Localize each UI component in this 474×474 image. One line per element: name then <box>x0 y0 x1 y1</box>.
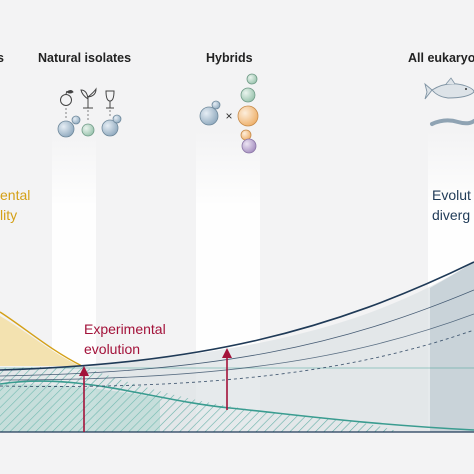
plasticity-curve <box>0 311 83 367</box>
right-label-line2: diverg <box>432 207 470 223</box>
yeast-cell-icon <box>57 120 75 138</box>
heading-natural-isolates: Natural isolates <box>38 51 131 65</box>
divergence-curve-3 <box>0 313 474 381</box>
yeast-cell-icon <box>101 119 119 137</box>
heading-hybrids: Hybrids <box>206 51 253 65</box>
center-label-line2: evolution <box>84 341 140 357</box>
yeast-cell-icon <box>241 138 257 154</box>
left-label-line1: ental <box>0 187 30 203</box>
yeast-cell-icon <box>240 87 256 103</box>
yeast-cell-icon <box>246 73 258 85</box>
wine-glass-icon <box>105 90 115 109</box>
isolate-connectors <box>65 108 111 122</box>
teal-decline-curve <box>0 380 474 431</box>
divergence-curve-main <box>0 261 474 371</box>
arrow-experimental-right <box>222 348 232 410</box>
cross-symbol: × <box>225 109 232 123</box>
fish-icon <box>424 77 474 100</box>
apple-icon <box>60 90 74 106</box>
plasticity-area <box>0 316 80 366</box>
yeast-cell-icon <box>81 123 95 137</box>
sprout-icon <box>80 87 97 109</box>
heading-all-eukaryotes: All eukaryo <box>408 51 474 65</box>
yeast-cell-icon <box>199 106 219 126</box>
worm-icon <box>430 118 474 126</box>
yeast-cell-icon <box>71 115 81 125</box>
yeast-cell-icon <box>237 105 259 127</box>
diversity-dark-band <box>430 262 474 432</box>
yeast-cell-icon <box>240 129 252 141</box>
yeast-cell-icon <box>211 100 221 110</box>
divergence-curve-dashed <box>0 329 474 387</box>
center-label-line1: Experimental <box>84 321 166 337</box>
left-label-line2: lity <box>0 207 17 223</box>
heading-cut-left: s <box>0 51 4 65</box>
arrow-experimental-left <box>79 366 89 432</box>
right-label-line1: Evolut <box>432 187 471 203</box>
teal-solid-area <box>0 384 160 432</box>
yeast-cell-icon <box>112 114 122 124</box>
